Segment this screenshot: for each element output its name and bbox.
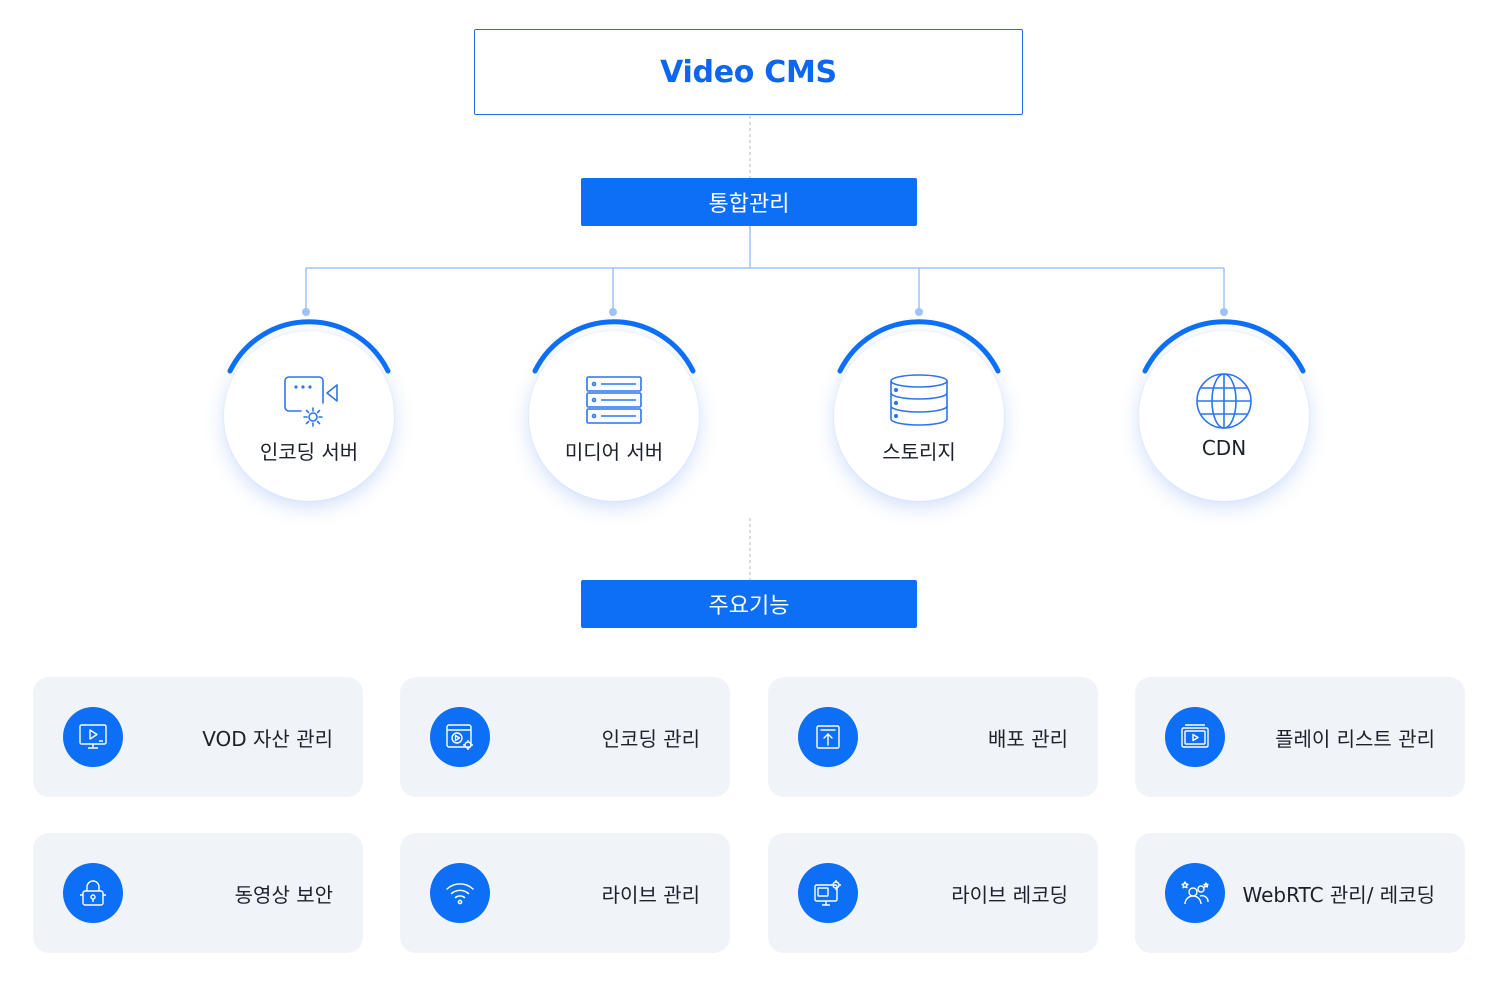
feature-card-vod-asset: VOD 자산 관리: [33, 677, 363, 797]
feature-label: 동영상 보안: [234, 882, 333, 907]
node-cdn: CDN: [1139, 319, 1309, 501]
node-label: 스토리지: [882, 440, 956, 464]
feature-card-playlist: 플레이 리스트 관리: [1135, 677, 1465, 797]
media-server-icon: [586, 376, 642, 424]
storage-icon: [890, 374, 948, 426]
feature-card-live: 라이브 관리: [400, 833, 730, 953]
node-arc: [532, 319, 696, 374]
monitor-play-icon: [63, 707, 123, 767]
playlist-icon: [1165, 707, 1225, 767]
feature-card-video-security: 동영상 보안: [33, 833, 363, 953]
node-label: 인코딩 서버: [259, 440, 359, 464]
lock-icon: [63, 863, 123, 923]
feature-card-live-recording: 라이브 레코딩: [768, 833, 1098, 953]
feature-label: 라이브 관리: [601, 882, 700, 907]
globe-icon: [1196, 373, 1252, 429]
wifi-icon: [430, 863, 490, 923]
feature-card-distribution: 배포 관리: [768, 677, 1098, 797]
feature-label: VOD 자산 관리: [202, 726, 333, 751]
users-star-icon: [1165, 863, 1225, 923]
node-arc: [837, 319, 1001, 374]
node-arc: [227, 319, 391, 374]
node-arc: [1142, 319, 1306, 374]
feature-label: 배포 관리: [988, 726, 1068, 751]
node-label: 미디어 서버: [564, 440, 664, 464]
feature-card-webrtc: WebRTC 관리/ 레코딩: [1135, 833, 1465, 953]
node-media-server: 미디어 서버: [529, 319, 699, 501]
page-title: Video CMS: [660, 54, 837, 90]
feature-label: 인코딩 관리: [601, 726, 700, 751]
node-label: CDN: [1201, 436, 1247, 460]
video-settings-icon: [430, 707, 490, 767]
feature-card-encoding: 인코딩 관리: [400, 677, 730, 797]
title-box: Video CMS: [474, 29, 1023, 115]
feature-label: 플레이 리스트 관리: [1275, 726, 1435, 751]
encoding-server-icon: [284, 376, 338, 427]
node-encoding-server: 인코딩 서버: [224, 319, 394, 501]
upload-arrow-icon: [798, 707, 858, 767]
feature-label: WebRTC 관리/ 레코딩: [1242, 882, 1435, 907]
integrated-management-label: 통합관리: [581, 178, 917, 226]
key-features-label: 주요기능: [581, 580, 917, 628]
feature-label: 라이브 레코딩: [951, 882, 1068, 907]
node-storage: 스토리지: [834, 319, 1004, 501]
monitor-gear-icon: [798, 863, 858, 923]
